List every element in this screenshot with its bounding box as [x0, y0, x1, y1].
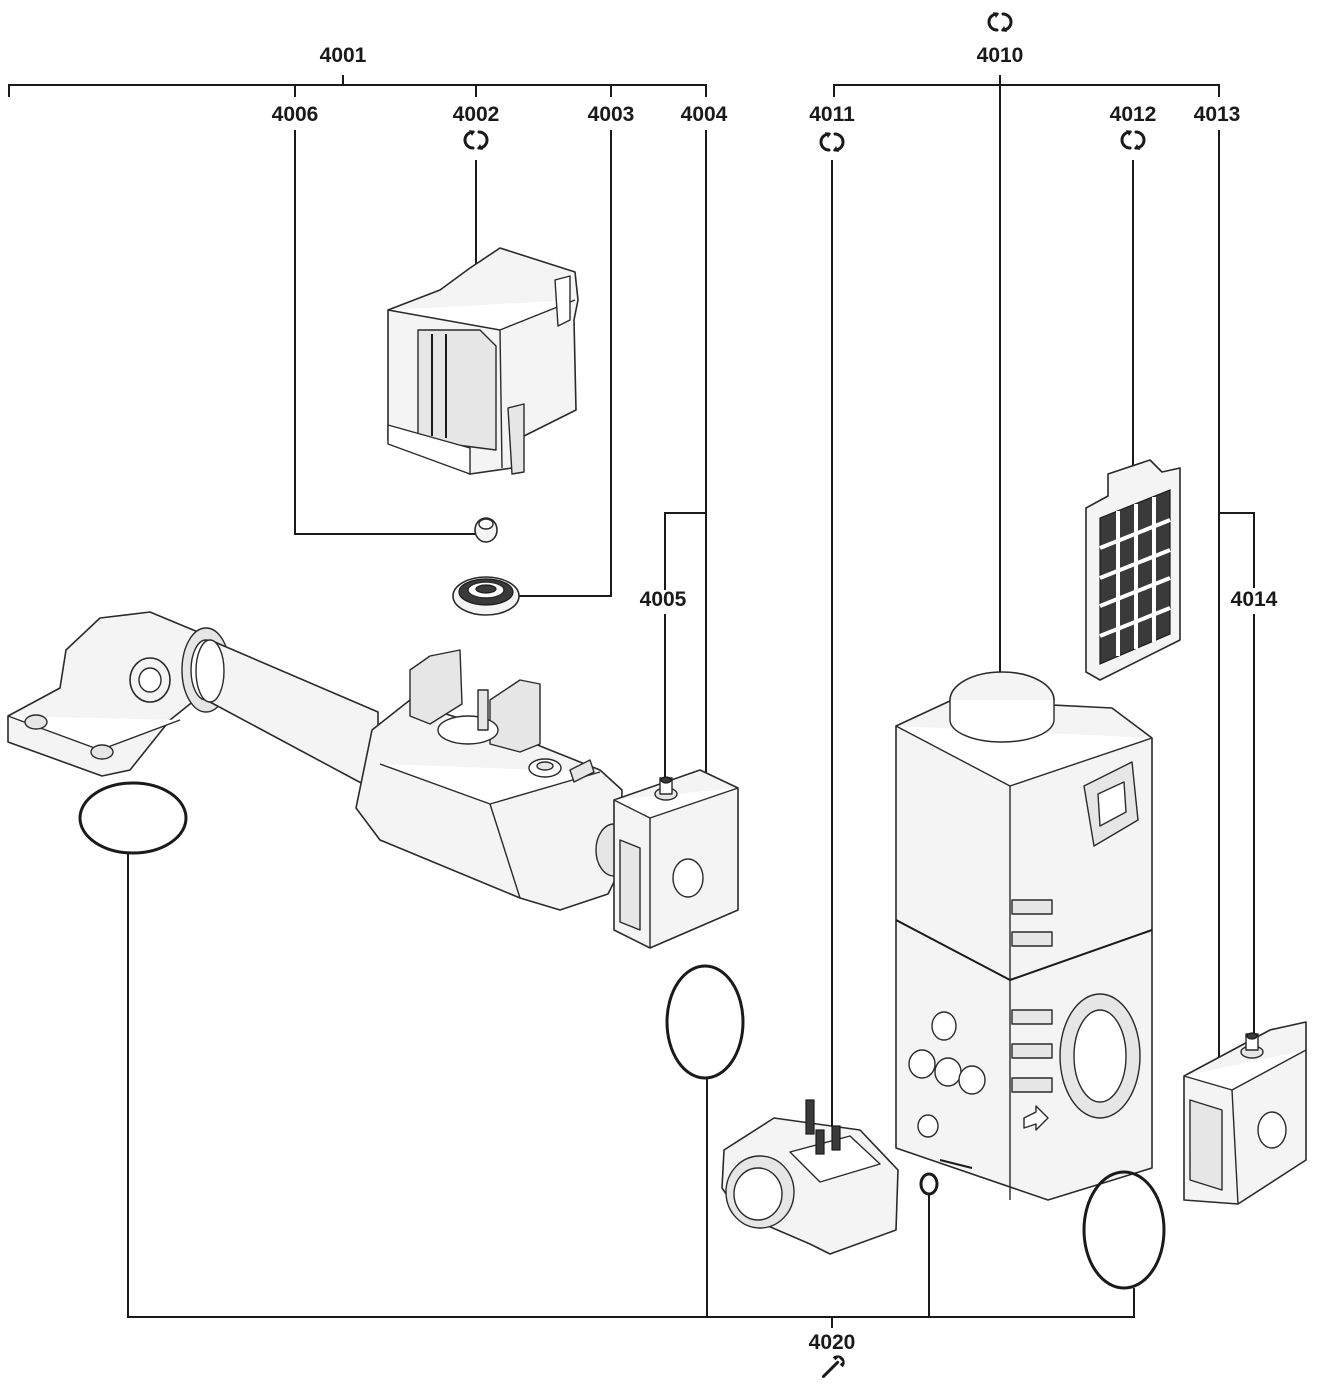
spring-sleeve	[474, 517, 498, 543]
label-4011: 4011	[809, 103, 855, 126]
label-4005: 4005	[640, 588, 687, 611]
label-4010: 4010	[977, 44, 1024, 67]
label-4014: 4014	[1231, 588, 1278, 611]
connecting-tube	[195, 639, 379, 793]
inlet-elbow-flange	[7, 611, 231, 777]
wrench-icon	[822, 1355, 845, 1378]
label-4003: 4003	[588, 103, 635, 126]
rotate-arrows-icon	[463, 130, 489, 150]
label-4002: 4002	[453, 103, 500, 126]
end-plate-left	[613, 769, 739, 949]
rotate-arrows-icon	[1120, 130, 1146, 150]
o-ring-seals	[78, 781, 1166, 1290]
end-plate-right	[1183, 1021, 1307, 1205]
rotate-arrows-icon	[819, 132, 845, 152]
connector-plug	[721, 1099, 899, 1255]
label-4004: 4004	[681, 103, 728, 126]
label-4020: 4020	[809, 1331, 856, 1354]
label-4006: 4006	[272, 103, 319, 126]
solenoid-valve	[895, 671, 1153, 1201]
filter-screen	[1085, 459, 1181, 681]
label-4012: 4012	[1110, 103, 1157, 126]
coil-spring	[452, 576, 520, 616]
label-4013: 4013	[1194, 103, 1241, 126]
label-4001: 4001	[320, 44, 367, 67]
leader-lines	[8, 75, 1255, 1328]
valve-body-left	[355, 649, 633, 911]
rotate-arrows-icon	[987, 12, 1013, 32]
actuator-housing	[387, 247, 579, 475]
